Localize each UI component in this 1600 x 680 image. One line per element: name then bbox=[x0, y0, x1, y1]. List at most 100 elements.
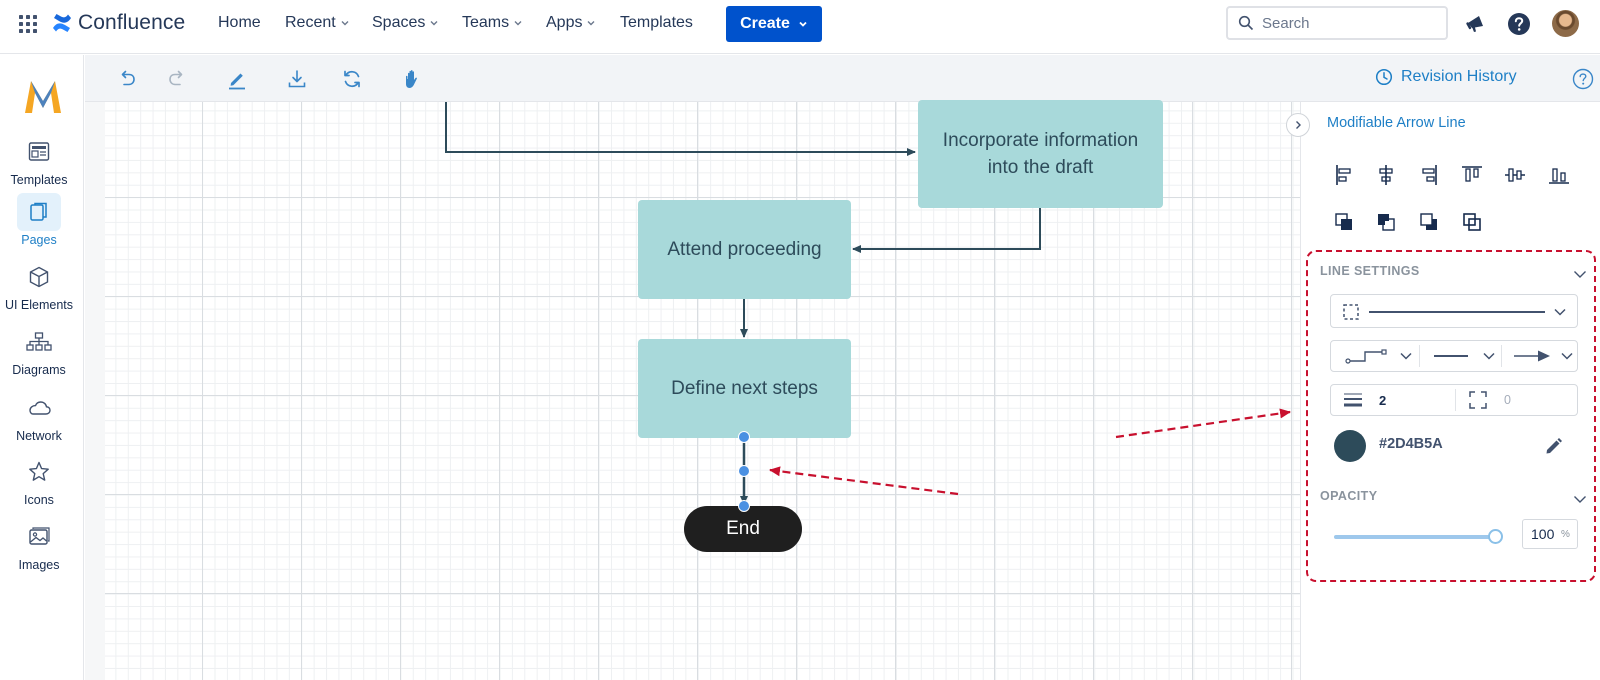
chevron-down-icon[interactable] bbox=[1572, 491, 1588, 507]
line-settings-highlight bbox=[1306, 250, 1596, 582]
dashed-border-icon bbox=[1343, 304, 1359, 320]
editor-toolbar: Revision History bbox=[85, 55, 1600, 102]
align-bottom-icon[interactable] bbox=[1546, 162, 1572, 188]
nav-recent-label: Recent bbox=[285, 14, 336, 31]
sidebar-item-label: Templates bbox=[10, 173, 68, 187]
top-navigation: Confluence Home Recent Spaces Teams Apps… bbox=[0, 0, 1600, 54]
line-dash-dropdown[interactable] bbox=[1420, 341, 1501, 371]
create-button[interactable]: Create bbox=[726, 6, 822, 42]
align-right-icon[interactable] bbox=[1416, 162, 1442, 188]
align-left-icon[interactable] bbox=[1331, 162, 1357, 188]
pencil-icon[interactable] bbox=[225, 67, 249, 91]
elbow-connector-icon bbox=[1345, 349, 1387, 364]
hand-pan-icon[interactable] bbox=[401, 67, 425, 91]
chevron-down-icon bbox=[1561, 352, 1573, 360]
help-circle-icon[interactable] bbox=[1572, 68, 1594, 90]
sidebar-item-diagrams[interactable]: Diagrams bbox=[0, 323, 78, 377]
nav-recent[interactable]: Recent bbox=[285, 14, 350, 32]
chevron-down-icon bbox=[1400, 352, 1412, 360]
solid-line-preview bbox=[1434, 355, 1468, 357]
nav-home[interactable]: Home bbox=[218, 14, 261, 32]
chevron-down-icon bbox=[1483, 352, 1495, 360]
refresh-icon[interactable] bbox=[340, 67, 364, 91]
connector-type-dropdown[interactable] bbox=[1331, 341, 1419, 371]
chevron-down-icon bbox=[341, 21, 349, 26]
send-to-back-icon[interactable] bbox=[1459, 209, 1485, 235]
nav-templates[interactable]: Templates bbox=[620, 14, 693, 32]
clock-icon bbox=[1375, 68, 1393, 86]
edit-color-pencil-icon[interactable] bbox=[1544, 436, 1564, 456]
redo-icon[interactable] bbox=[165, 67, 189, 91]
node-label: Attend proceeding bbox=[667, 239, 822, 260]
sidebar-item-ui-elements[interactable]: UI Elements bbox=[0, 258, 78, 312]
nav-home-label: Home bbox=[218, 14, 261, 31]
sidebar-item-label: Pages bbox=[21, 233, 57, 247]
align-center-icon[interactable] bbox=[1373, 162, 1399, 188]
collapse-panel-button[interactable] bbox=[1286, 113, 1310, 137]
hierarchy-icon bbox=[26, 332, 52, 351]
user-avatar[interactable] bbox=[1552, 10, 1579, 37]
line-style-dropdown[interactable] bbox=[1330, 294, 1578, 328]
opacity-slider-track[interactable] bbox=[1334, 535, 1498, 539]
app-switcher-icon[interactable] bbox=[18, 14, 38, 34]
sidebar-item-label: Diagrams bbox=[12, 363, 66, 377]
app-logo-icon bbox=[25, 81, 61, 113]
line-settings-title: LINE SETTINGS bbox=[1320, 264, 1420, 278]
search-box[interactable] bbox=[1226, 6, 1448, 40]
corner-radius-field[interactable]: 0 bbox=[1456, 385, 1579, 415]
confluence-logo-icon bbox=[53, 14, 71, 32]
sidebar-item-label: Network bbox=[16, 429, 62, 443]
confluence-home-link[interactable]: Confluence bbox=[52, 11, 185, 35]
node-define-next-steps[interactable]: Define next steps bbox=[638, 339, 851, 438]
arrowhead-dropdown[interactable] bbox=[1502, 341, 1579, 371]
node-attend-proceeding[interactable]: Attend proceeding bbox=[638, 200, 851, 299]
nav-spaces[interactable]: Spaces bbox=[372, 14, 439, 32]
line-start-handle[interactable] bbox=[738, 431, 750, 443]
chevron-down-icon bbox=[799, 21, 807, 27]
panel-title: Modifiable Arrow Line bbox=[1327, 115, 1466, 131]
search-icon bbox=[1238, 15, 1254, 31]
sidebar-item-icons[interactable]: Icons bbox=[0, 453, 78, 507]
chevron-down-icon bbox=[430, 21, 438, 26]
line-width-field[interactable]: 2 bbox=[1331, 385, 1455, 415]
sidebar-item-images[interactable]: Images bbox=[0, 518, 78, 572]
help-icon[interactable] bbox=[1506, 11, 1532, 37]
opacity-slider-thumb[interactable] bbox=[1488, 529, 1503, 544]
bring-forward-icon[interactable] bbox=[1373, 209, 1399, 235]
image-icon bbox=[29, 527, 50, 545]
sidebar-item-pages[interactable]: Pages bbox=[0, 193, 78, 247]
revision-history-button[interactable]: Revision History bbox=[1375, 68, 1517, 86]
corner-radius-icon bbox=[1469, 391, 1487, 409]
sidebar-item-network[interactable]: Network bbox=[0, 389, 78, 443]
revision-history-label: Revision History bbox=[1401, 68, 1517, 85]
notifications-megaphone-icon[interactable] bbox=[1463, 11, 1489, 37]
star-icon bbox=[29, 461, 49, 481]
search-input[interactable] bbox=[1262, 14, 1432, 32]
chevron-down-icon[interactable] bbox=[1572, 266, 1588, 282]
node-incorporate-information[interactable]: Incorporate information into the draft bbox=[918, 100, 1163, 208]
sidebar-item-templates[interactable]: Templates bbox=[0, 133, 78, 187]
align-middle-icon[interactable] bbox=[1502, 162, 1528, 188]
opacity-field[interactable]: % bbox=[1522, 519, 1578, 549]
pages-icon bbox=[30, 202, 47, 221]
nav-teams[interactable]: Teams bbox=[462, 14, 523, 32]
line-end-handle[interactable] bbox=[738, 500, 750, 512]
bring-to-front-icon[interactable] bbox=[1331, 209, 1357, 235]
chevron-down-icon bbox=[514, 21, 522, 26]
download-icon[interactable] bbox=[285, 67, 309, 91]
opacity-input[interactable] bbox=[1531, 526, 1559, 542]
nav-apps[interactable]: Apps bbox=[546, 14, 596, 32]
undo-icon[interactable] bbox=[115, 67, 139, 91]
line-midpoint-handle[interactable] bbox=[738, 465, 750, 477]
line-color-swatch[interactable] bbox=[1334, 430, 1366, 462]
node-end[interactable]: End bbox=[684, 506, 802, 552]
align-top-icon[interactable] bbox=[1459, 162, 1485, 188]
chevron-right-icon bbox=[1296, 121, 1301, 129]
cube-icon bbox=[29, 266, 49, 288]
brand-name: Confluence bbox=[78, 11, 186, 34]
node-label: End bbox=[726, 518, 760, 539]
chevron-down-icon bbox=[1554, 308, 1566, 316]
send-backward-icon[interactable] bbox=[1416, 209, 1442, 235]
sidebar-item-label: Icons bbox=[24, 493, 54, 507]
